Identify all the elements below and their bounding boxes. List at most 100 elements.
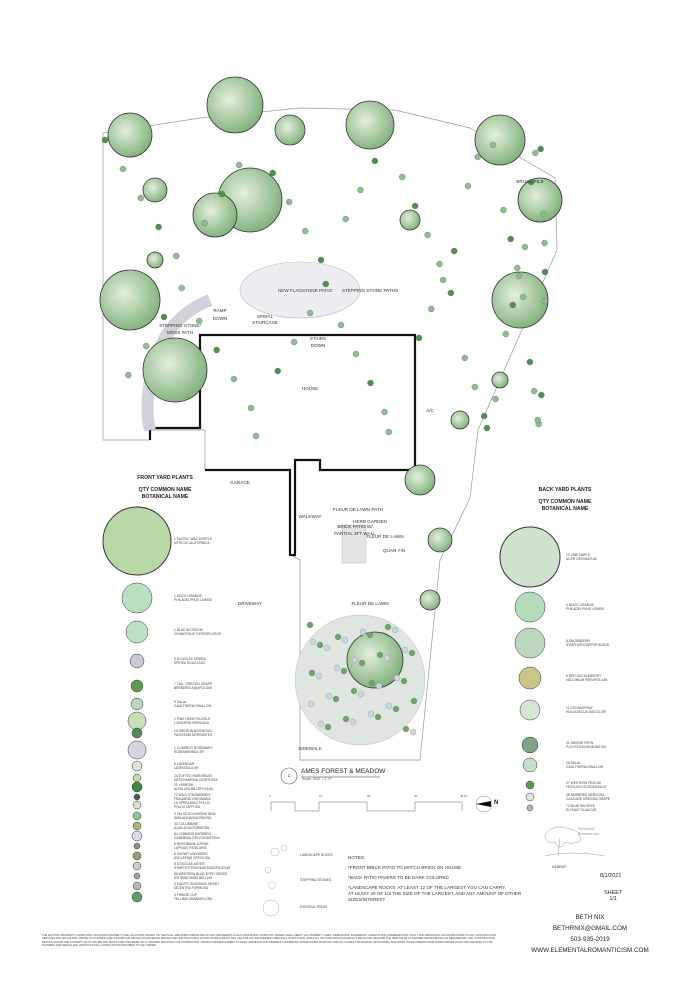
legend-symbol xyxy=(132,861,142,871)
shrub xyxy=(464,182,472,190)
botanical-name: DESCHAMPSIA CESPITOSA xyxy=(174,778,218,782)
meadow-plant xyxy=(307,700,315,708)
botanical-name: GAULTHERIA SHALLON xyxy=(174,704,211,708)
shrub xyxy=(269,169,276,177)
meadow-plant xyxy=(342,715,350,723)
meadow-plant xyxy=(384,623,392,631)
plan-title: AMES FOREST & MEADOW xyxy=(301,768,386,775)
tree-canopy xyxy=(142,177,168,203)
legend-symbol xyxy=(125,620,149,644)
plan-label-ramp2: DOWN xyxy=(213,316,228,321)
scale-tick-label: 30 xyxy=(414,794,418,798)
shrub xyxy=(119,165,127,173)
meadow-plant xyxy=(367,710,375,718)
flagstone-patio xyxy=(239,261,361,319)
common-name: 15 SPREADING PHLOX xyxy=(174,801,211,805)
plan-label-ramp: RAMP xyxy=(213,308,226,313)
shrub xyxy=(531,387,538,395)
shrub xyxy=(290,338,298,346)
tree-canopy xyxy=(419,589,441,611)
common-name: 8 SHOWY MILKWEED xyxy=(174,852,208,856)
meadow-plant xyxy=(401,646,409,654)
common-name: 3 FRINGE CUP xyxy=(174,893,198,897)
client-email: BETHRNIX@GMAIL.COM xyxy=(552,925,628,932)
meadow-plant xyxy=(323,644,331,652)
north-arrow xyxy=(475,795,493,813)
front-yard-heading: FRONT YARD PLANTS QTY COMMON NAME BOTANI… xyxy=(110,475,220,501)
property-line xyxy=(102,107,558,761)
scale-tick-label: 20 xyxy=(367,794,371,798)
shrub xyxy=(471,383,478,391)
common-name: 1 PINK HONEYSUCKLE xyxy=(174,717,211,721)
common-name: 1 MOCK ORANGE xyxy=(174,594,202,598)
botanical-name: PHILADELPHUS LEWISII xyxy=(566,607,605,611)
botanical-name: ACER CIRCINATUM xyxy=(566,557,597,561)
botanical-name: ELYMUS GLAUCUS xyxy=(566,808,597,812)
shrub xyxy=(436,260,443,268)
botanical-name: FRAGARIA VIRGINIANA xyxy=(174,797,211,801)
meadow-plant xyxy=(385,702,393,710)
meadow-plant xyxy=(333,664,341,672)
meadow-plant xyxy=(340,667,348,675)
plan-label-house: HOUSE xyxy=(302,386,318,391)
legend-symbol xyxy=(499,526,561,588)
common-name: 24 TUFTED HAIRGRASS xyxy=(174,774,212,778)
shrub xyxy=(286,198,293,206)
meadow-plant xyxy=(357,690,365,698)
shrub xyxy=(173,252,180,260)
shrub xyxy=(101,136,109,144)
common-name: 5 SALAL xyxy=(174,700,188,704)
meadow-plant xyxy=(400,677,408,685)
shrub xyxy=(514,264,521,272)
tree-canopy xyxy=(206,76,264,134)
note-line: *FRONT BRICK PATIO TO MATCH BRICK ON HOU… xyxy=(348,865,462,870)
back-yard-subtitle-2: BOTANICAL NAME xyxy=(541,506,589,512)
legend-symbol xyxy=(525,792,535,802)
shrub xyxy=(155,223,162,231)
common-name: 86 WESTERN BLUE-EYED GRASS xyxy=(174,872,228,876)
shrub xyxy=(178,284,185,292)
botanical-name: SYMPHORICARPOS ALBUS xyxy=(566,643,610,647)
plan-label-spiral: SPIRAL xyxy=(257,314,274,319)
common-name: 8 DOUGLAS ASTER xyxy=(174,862,205,866)
shrub xyxy=(160,313,168,321)
tree-canopy xyxy=(491,371,509,389)
common-name: 10 VINE MAPLE xyxy=(566,553,591,557)
botanical-name: MYRICA CALIFORNICA xyxy=(174,541,210,545)
legend-symbol xyxy=(132,881,142,891)
shrub xyxy=(415,334,423,342)
botanical-name: ASCLEPIAS SPECIOSA xyxy=(174,856,211,860)
shrub xyxy=(412,202,419,210)
symbol-swatch xyxy=(270,847,280,857)
legend-symbol xyxy=(522,757,538,773)
common-name: 31 SWORD FERN xyxy=(566,741,594,745)
scale-tick-label: 0 xyxy=(269,794,271,798)
shrub xyxy=(540,210,547,218)
legend-symbol xyxy=(133,872,141,880)
plan-label-driveway: DRIVEWAY xyxy=(238,601,262,606)
botanical-name: LONICERA HISPIDULA xyxy=(174,721,209,725)
shrub xyxy=(302,227,309,235)
elemental-romanticism-logo xyxy=(544,826,606,857)
meadow-plant xyxy=(358,659,366,667)
plan-number: 1 xyxy=(287,773,291,778)
meadow-plant xyxy=(392,705,400,713)
shrub xyxy=(213,346,220,354)
shrub xyxy=(367,379,374,387)
tree-canopy xyxy=(142,337,208,403)
meadow-plant xyxy=(316,641,324,649)
shrub xyxy=(439,276,447,284)
symbol-trees-label: EXISTING TREES xyxy=(300,905,328,909)
shrub xyxy=(235,161,243,169)
botanical-name: BERBERIS AQUIFOLIUM xyxy=(174,686,212,690)
legend-symbol xyxy=(130,679,144,693)
